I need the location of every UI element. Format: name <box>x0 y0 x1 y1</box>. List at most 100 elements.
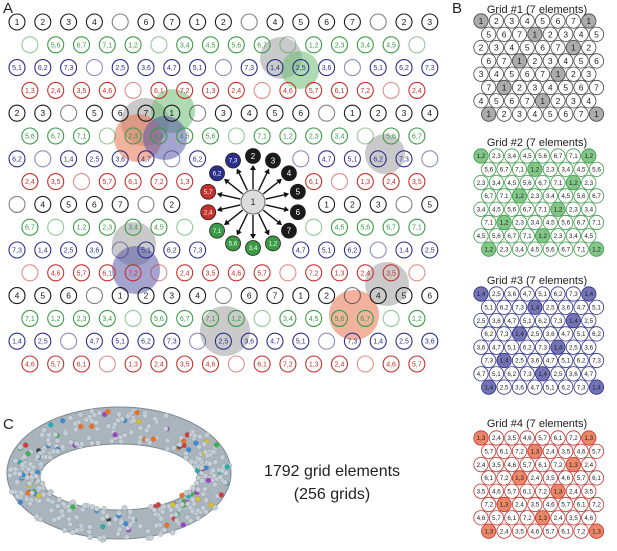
lattice-cell <box>72 173 91 191</box>
lattice-cell <box>382 36 400 54</box>
torus-element <box>9 488 15 495</box>
lattice-cell <box>421 59 439 77</box>
lattice-cell <box>227 81 245 99</box>
lattice-cell <box>124 173 142 191</box>
lattice-cell-label: 2 <box>350 199 355 209</box>
lattice-cell <box>137 332 155 350</box>
grid-cell <box>550 312 566 329</box>
grid-cell <box>488 148 504 164</box>
lattice-cell <box>150 218 168 236</box>
torus-element <box>218 492 225 498</box>
lattice-cell <box>214 13 232 31</box>
lattice-cell <box>98 81 116 99</box>
grid-cell-label: 4,6 <box>523 435 532 442</box>
lattice-cell <box>395 241 413 259</box>
grid-cell-label: 4,5 <box>507 180 516 187</box>
lattice-cell <box>34 332 52 350</box>
grid-cell-label: 5 <box>594 29 599 39</box>
grid-cell <box>550 66 566 82</box>
torus-element <box>187 517 194 524</box>
grid-cell-label: 4 <box>533 109 538 119</box>
grid-cell-label: 6,1 <box>554 435 563 442</box>
grid-cell-label: 4,7 <box>507 318 516 325</box>
lattice-cell <box>72 36 91 54</box>
lattice-cell-label: 4,5 <box>154 225 164 232</box>
grid-cell-label: 4,6 <box>561 475 570 482</box>
torus-element <box>196 456 203 462</box>
lattice-cell-label: 7,3 <box>244 65 254 72</box>
lattice-cell <box>176 127 194 145</box>
grid-cell-label: 3,4 <box>584 206 593 213</box>
grid-cell-label: 5,1 <box>507 344 516 351</box>
torus-element <box>157 531 164 537</box>
lattice-cell <box>137 241 155 259</box>
torus-element <box>174 518 180 524</box>
grid-cell-label: 6,7 <box>523 206 532 213</box>
lattice-cell-label: 2 <box>376 108 381 118</box>
neighbor-cell <box>200 183 217 200</box>
grid-cell-label: 3,6 <box>492 318 501 325</box>
lattice-cell-label: 3,6 <box>141 65 151 72</box>
grid-cell <box>534 93 551 109</box>
torus-element <box>69 529 76 536</box>
torus-element <box>219 467 226 474</box>
grid-cell <box>504 93 520 109</box>
grid-cell-label: 2,4 <box>554 515 563 522</box>
lattice-cell <box>214 332 232 350</box>
grid-cell-label: 4,7 <box>561 331 570 338</box>
grid-cell <box>581 483 597 499</box>
lattice-cell <box>60 13 78 31</box>
lattice-cell-label: 4,6 <box>25 361 35 368</box>
lattice-cell-label: 2 <box>402 17 407 27</box>
torus-element <box>195 496 201 502</box>
lattice-cell <box>72 355 91 373</box>
lattice-cell <box>421 195 439 213</box>
torus-element <box>116 510 122 516</box>
grid-cell-label: 7,3 <box>554 318 563 325</box>
lattice-cell <box>34 13 52 31</box>
grid-cell <box>565 312 582 329</box>
grid-cell-label: 2,4 <box>515 502 524 509</box>
lattice-cell <box>227 355 245 373</box>
lattice-cell-label: 7 <box>118 199 123 209</box>
grid-cell <box>542 496 558 513</box>
grid-cell-label: 5,7 <box>538 435 547 442</box>
grid-cell <box>527 299 543 315</box>
lattice-cell-label: 7 <box>144 108 149 118</box>
lattice-cell <box>395 287 413 305</box>
lattice-cell-label: 4 <box>92 17 97 27</box>
lattice-cell <box>279 127 297 145</box>
grid-cell-label: 6,2 <box>538 318 547 325</box>
torus-element <box>210 448 217 455</box>
grid-cell-label: 4 <box>548 82 553 92</box>
neighbor-arrowhead <box>250 165 256 170</box>
lattice-cell-label: 7,2 <box>360 88 370 95</box>
lattice-cell <box>356 218 374 236</box>
grid-cell-label: 3,4 <box>515 246 524 253</box>
center-cell <box>240 189 266 215</box>
torus-element <box>56 496 63 503</box>
lattice-cell-label: 1,3 <box>335 270 345 277</box>
lattice-cell <box>21 218 39 236</box>
grid-cell-label: 5 <box>579 56 584 66</box>
lattice-cell <box>72 309 91 327</box>
torus-element <box>213 442 220 448</box>
grid-cell <box>534 339 551 355</box>
lattice-cell <box>176 264 194 282</box>
grid-cell-label: 3,5 <box>584 488 593 495</box>
lattice-cell <box>85 13 103 31</box>
grid-cell <box>481 106 497 122</box>
lattice-cell <box>124 81 142 99</box>
grid-cell <box>573 53 589 69</box>
lattice-cell-label: 6,7 <box>51 133 61 140</box>
grid-cell <box>496 379 512 395</box>
torus-element <box>112 431 118 438</box>
grid-cell-label: 2 <box>517 82 522 92</box>
lattice-cell <box>189 150 207 168</box>
lattice-cell-label: 5,1 <box>141 247 151 254</box>
lattice-cell <box>253 309 271 327</box>
lattice-cell <box>343 13 361 31</box>
lattice-cell-label: 6,1 <box>309 179 319 186</box>
lattice-cell <box>421 332 439 350</box>
